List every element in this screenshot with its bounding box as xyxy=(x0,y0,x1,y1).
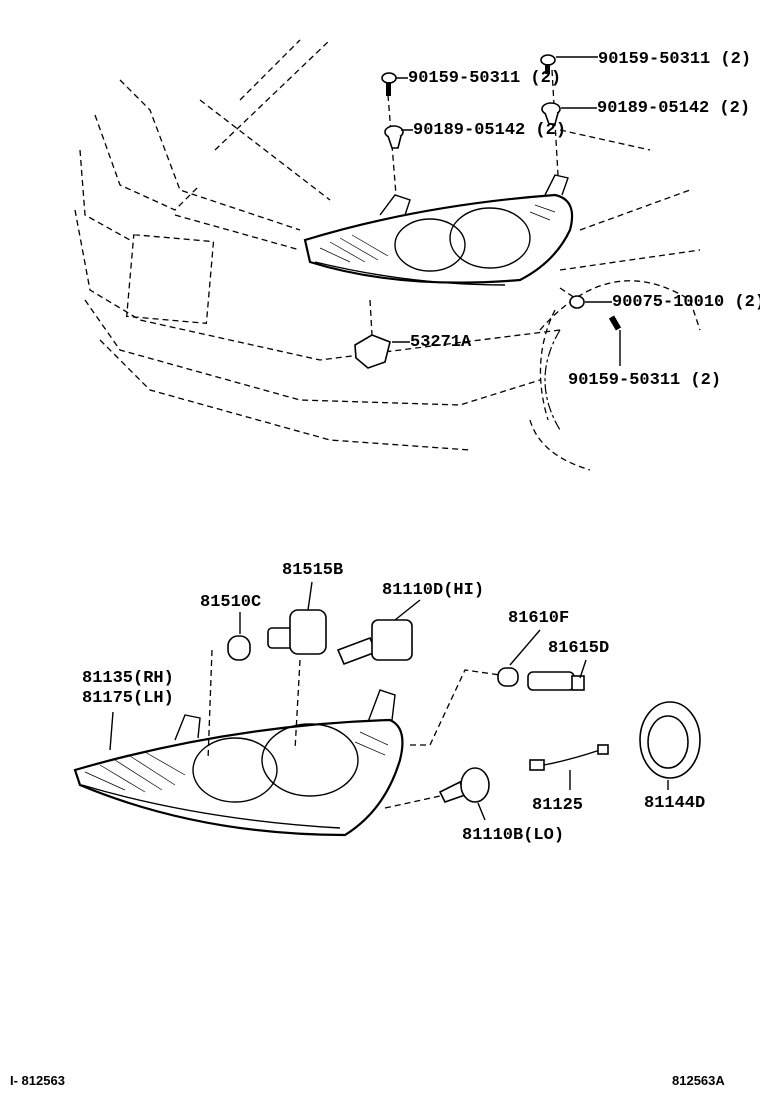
socket-81615D-icon xyxy=(527,671,585,691)
bracket-icon xyxy=(354,334,391,369)
callout-81515B: 81515B xyxy=(282,561,343,580)
callout-bracket: 53271A xyxy=(410,333,472,352)
callout-headlamp-rh: 81135(RH) xyxy=(82,669,174,688)
callout-81510C: 81510C xyxy=(200,593,261,612)
callout-bolt-top-left: 90159-50311 (2) xyxy=(408,69,561,88)
headlamp-installed xyxy=(303,174,574,286)
footer-left-code: I- 812563 xyxy=(10,1073,65,1088)
clip-icon xyxy=(384,125,404,149)
callout-bolt-fender: 90159-50311 (2) xyxy=(568,371,721,390)
bulb-lo-icon xyxy=(438,767,490,803)
callout-bolt-top-right: 90159-50311 (2) xyxy=(598,50,751,69)
wire-81125-icon xyxy=(529,744,609,771)
callout-clip-top-right: 90189-05142 (2) xyxy=(597,99,750,118)
clip-icon xyxy=(541,102,561,125)
callout-headlamp-lh: 81175(LH) xyxy=(82,689,174,708)
callout-nut-fender: 90075-10010 (2) xyxy=(612,293,760,312)
cover-81144D-icon xyxy=(639,701,701,779)
callout-81615D: 81615D xyxy=(548,639,609,658)
callout-bulb-lo: 81110B(LO) xyxy=(462,826,564,845)
bulb-hi-icon xyxy=(336,619,413,666)
bulb-81510C-icon xyxy=(227,635,251,661)
screw-icon xyxy=(540,54,556,74)
socket-81515B-icon xyxy=(267,609,327,655)
car-front-outline xyxy=(74,39,701,471)
footer-right-code: 812563A xyxy=(672,1073,725,1088)
callout-81125: 81125 xyxy=(532,796,583,815)
callout-clip-top-left: 90189-05142 (2) xyxy=(413,121,566,140)
bulb-81610F-icon xyxy=(497,667,519,687)
callout-bulb-hi: 81110D(HI) xyxy=(382,581,484,600)
screw-icon xyxy=(608,315,622,331)
nut-icon xyxy=(569,295,585,309)
callout-81610F: 81610F xyxy=(508,609,569,628)
screw-icon xyxy=(381,72,397,96)
headlamp-assembly xyxy=(73,689,404,837)
callout-81144D: 81144D xyxy=(644,794,705,813)
